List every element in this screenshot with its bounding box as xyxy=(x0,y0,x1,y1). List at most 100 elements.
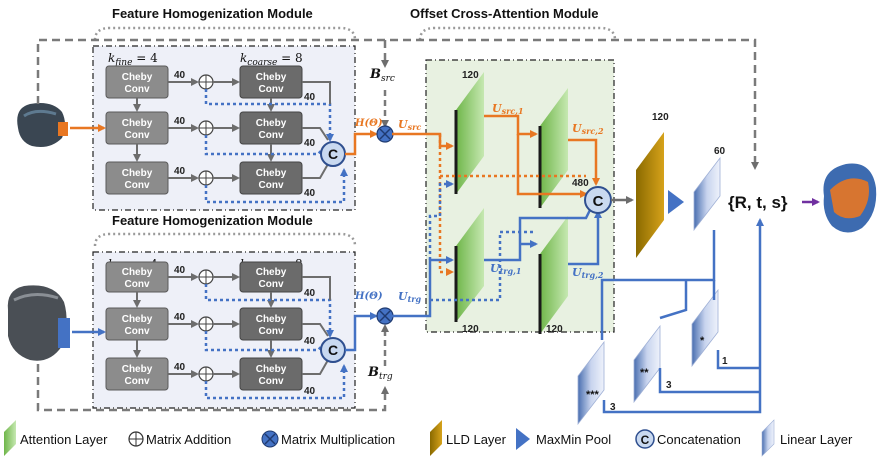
linear-layer-star1 xyxy=(691,288,719,368)
attention-layer-trg-2 xyxy=(538,216,568,334)
u-trg1-label: Utrg,1 xyxy=(490,262,521,276)
svg-text:40: 40 xyxy=(304,288,316,299)
k-fine-top: kfine = 4 xyxy=(108,51,158,68)
svg-text:Conv: Conv xyxy=(259,130,284,141)
svg-text:Conv: Conv xyxy=(259,180,284,191)
svg-text:Cheby: Cheby xyxy=(256,314,287,325)
lld-layer xyxy=(636,132,664,258)
svg-text:Cheby: Cheby xyxy=(256,118,287,129)
oca-bracket xyxy=(418,26,617,41)
svg-text:Cheby: Cheby xyxy=(122,168,153,179)
svg-text:Cheby: Cheby xyxy=(122,267,153,278)
legend-maxmin-pool: MaxMin Pool xyxy=(536,432,611,447)
svg-text:Conv: Conv xyxy=(259,84,284,95)
h-theta-top: H(Θ) xyxy=(354,118,383,129)
legend-matrix-multiplication-icon xyxy=(261,430,279,448)
legend-concatenation: Concatenation xyxy=(657,432,741,447)
b-trg-label: Btrg xyxy=(367,365,393,382)
h-theta-bottom: H(Θ) xyxy=(354,291,383,302)
svg-text:Cheby: Cheby xyxy=(122,314,153,325)
concat-bottom: C xyxy=(320,337,346,363)
svg-text:Cheby: Cheby xyxy=(256,364,287,375)
matrix-multiplication-top xyxy=(376,125,394,143)
legend: Attention Layer Matrix Addition Matrix M… xyxy=(4,419,853,457)
svg-text:40: 40 xyxy=(174,265,186,276)
svg-text:Conv: Conv xyxy=(125,130,150,141)
svg-text:40: 40 xyxy=(174,166,186,177)
svg-text:Conv: Conv xyxy=(259,326,284,337)
svg-text:Conv: Conv xyxy=(125,376,150,387)
svg-text:Conv: Conv xyxy=(259,279,284,290)
oca-title: Offset Cross-Attention Module xyxy=(410,6,599,21)
svg-text:Conv: Conv xyxy=(259,376,284,387)
u-trg2-label: Utrg,2 xyxy=(572,266,604,280)
svg-text:40: 40 xyxy=(304,138,316,149)
source-head-scan xyxy=(17,103,68,147)
attention-layer-src-1 xyxy=(454,72,484,194)
svg-text:3: 3 xyxy=(666,380,672,391)
star1-label: * xyxy=(700,335,705,347)
svg-text:40: 40 xyxy=(304,336,316,347)
matrix-addition-bottom-3 xyxy=(198,366,214,382)
registered-head-output xyxy=(823,163,877,233)
svg-text:40: 40 xyxy=(174,362,186,373)
legend-attention-layer-icon xyxy=(4,420,16,456)
fhm-bottom-bracket xyxy=(93,232,357,247)
fhm-top-bracket xyxy=(93,26,357,41)
k-coarse-top: kcoarse = 8 xyxy=(240,51,303,68)
svg-text:Conv: Conv xyxy=(125,279,150,290)
u-src1-label: Usrc,1 xyxy=(492,102,524,116)
matrix-addition-bottom-1 xyxy=(198,269,214,285)
u-src-label: Usrc xyxy=(398,118,421,132)
svg-text:40: 40 xyxy=(304,386,316,397)
u-src2-label: Usrc,2 xyxy=(572,122,604,136)
legend-lld-layer-icon xyxy=(430,420,442,456)
u-trg-label: Utrg xyxy=(398,290,422,304)
legend-matrix-multiplication: Matrix Multiplication xyxy=(281,432,395,447)
svg-text:C: C xyxy=(328,342,338,358)
svg-text:120: 120 xyxy=(652,112,669,123)
matrix-addition-top-1 xyxy=(198,74,214,90)
star3-label: *** xyxy=(586,389,600,401)
legend-concatenation-icon: C xyxy=(635,429,655,449)
svg-text:C: C xyxy=(328,146,338,162)
maxmin-pool xyxy=(668,190,684,214)
svg-text:Cheby: Cheby xyxy=(122,72,153,83)
svg-text:Cheby: Cheby xyxy=(256,267,287,278)
legend-attention-layer: Attention Layer xyxy=(20,432,108,447)
fhm-title-top: Feature Homogenization Module xyxy=(112,6,313,21)
svg-text:40: 40 xyxy=(174,116,186,127)
svg-text:Cheby: Cheby xyxy=(122,118,153,129)
linear-layer-60 xyxy=(693,156,721,232)
linear-layer-star2 xyxy=(633,324,661,404)
svg-text:480: 480 xyxy=(572,178,589,189)
linear-layer-star3 xyxy=(577,340,605,426)
concat-main: C xyxy=(584,186,612,214)
matrix-multiplication-bottom xyxy=(376,307,394,325)
svg-text:120: 120 xyxy=(462,324,479,335)
rts-output: {R, t, s} xyxy=(728,193,788,212)
svg-text:1: 1 xyxy=(722,356,728,367)
svg-text:C: C xyxy=(641,433,650,447)
svg-text:Cheby: Cheby xyxy=(122,364,153,375)
legend-maxmin-pool-icon xyxy=(516,428,530,450)
svg-text:Conv: Conv xyxy=(125,180,150,191)
legend-linear-layer: Linear Layer xyxy=(780,432,853,447)
svg-text:40: 40 xyxy=(304,188,316,199)
svg-text:120: 120 xyxy=(462,70,479,81)
matrix-addition-top-2 xyxy=(198,120,214,136)
target-head-scan xyxy=(7,285,70,361)
svg-text:C: C xyxy=(593,193,604,210)
svg-text:Cheby: Cheby xyxy=(256,168,287,179)
